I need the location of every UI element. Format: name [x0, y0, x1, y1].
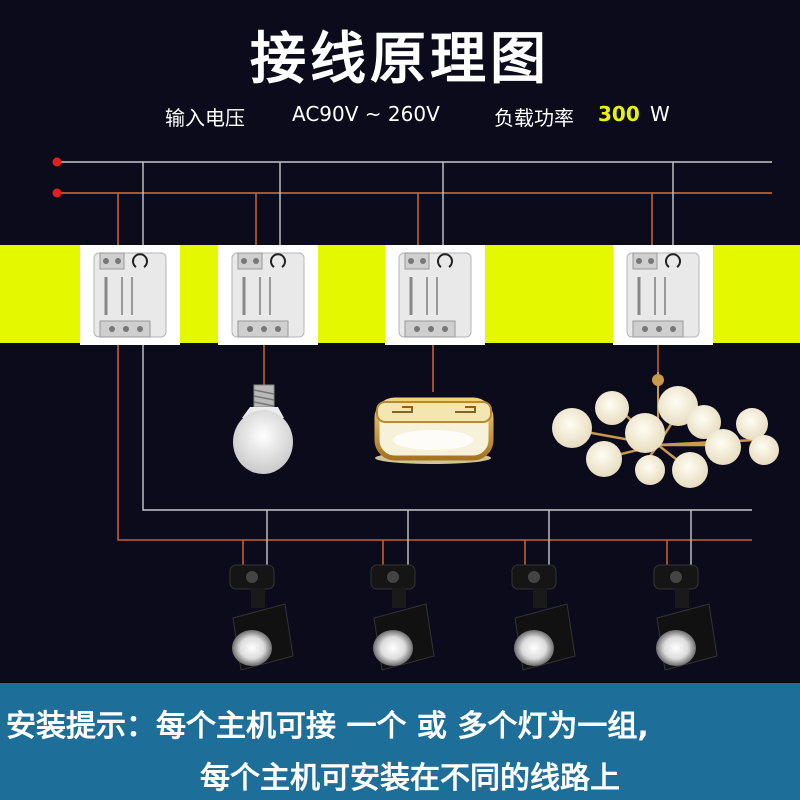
install-tip-panel: 安装提示：每个主机可接 一个 或 多个灯为一组, 每个主机可安装在不同的线路上 — [0, 683, 800, 800]
switch-module-3 — [385, 245, 485, 345]
switch-module-1 — [80, 245, 180, 345]
supply-lines — [52, 157, 772, 198]
install-tip-label: 安装提示： — [6, 709, 156, 744]
ceiling-lamp-icon — [374, 397, 494, 464]
spotlight-icon-2 — [370, 564, 435, 671]
install-tip-line-1: 安装提示：每个主机可接 一个 或 多个灯为一组, — [6, 701, 649, 745]
wiring-diagram — [0, 157, 800, 671]
load-power-label: 负载功率 — [494, 106, 574, 130]
install-tip-text-2: 每个主机可安装在不同的线路上 — [200, 761, 620, 796]
spotlight-icon-1 — [229, 564, 294, 671]
switch-module-2 — [218, 245, 318, 345]
load-power-unit: W — [650, 102, 670, 126]
load-power-value: 300 — [598, 102, 640, 126]
live-terminal-dot — [52, 188, 62, 198]
neutral-terminal-dot — [52, 157, 62, 167]
lamp-drops — [263, 340, 659, 392]
led-bulb-icon — [233, 384, 293, 474]
input-voltage-label: 输入电压 — [165, 106, 245, 130]
diagram-title: 接线原理图 — [250, 27, 550, 92]
module-drops — [117, 162, 674, 250]
chandelier-icon — [552, 372, 779, 488]
spotlights — [229, 564, 718, 671]
spotlight-icon-3 — [511, 564, 576, 671]
switch-module-4 — [613, 245, 713, 345]
spotlight-icon-4 — [653, 564, 718, 671]
input-voltage-value: AC90V ~ 260V — [292, 102, 440, 126]
install-tip-text-1: 每个主机可接 一个 或 多个灯为一组, — [156, 709, 649, 744]
switch-modules — [80, 245, 713, 345]
